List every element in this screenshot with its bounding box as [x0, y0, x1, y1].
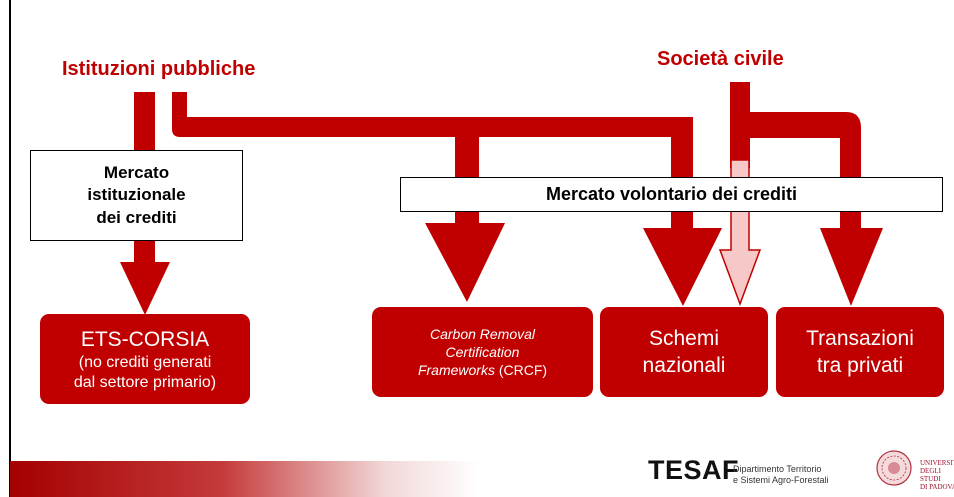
label-civil-society: Società civile — [657, 48, 784, 70]
voluntary-market-box: Mercato volontario dei crediti — [400, 177, 943, 212]
crcf-box: Carbon Removal Certification Frameworks … — [372, 307, 593, 397]
footer-gradient-bar — [10, 461, 480, 497]
private-transactions-box: Transazioni tra privati — [776, 307, 944, 397]
flow-corner-schemes — [671, 117, 693, 178]
private-arrowhead — [820, 228, 883, 306]
flow-to-crcf-bottom — [455, 211, 479, 225]
private-transactions-line-1: Transazioni — [806, 326, 914, 350]
crcf-arrowhead — [425, 223, 505, 302]
flow-civil-branch — [730, 112, 861, 178]
university-line-2: DEGLI STUDI — [920, 467, 941, 483]
left-border — [9, 0, 11, 497]
schemes-arrowhead — [643, 228, 722, 306]
ets-corsia-arrowhead — [120, 262, 170, 315]
ets-corsia-note-1: (no crediti generati — [78, 354, 212, 372]
institutional-market-box: Mercato istituzionale dei crediti — [30, 150, 243, 241]
national-schemes-line-2: nazionali — [642, 354, 726, 377]
ets-corsia-title: ETS-CORSIA — [80, 328, 210, 352]
crcf-line-3: Frameworks — [417, 362, 495, 379]
national-schemes-line-1: Schemi — [648, 326, 720, 350]
flow-to-crcf-top — [455, 130, 479, 178]
flow-public-to-institutional — [134, 92, 155, 152]
seal-icon — [876, 450, 912, 486]
crcf-abbreviation: (CRCF) — [494, 362, 548, 379]
university-line-3: DI PADOVA — [920, 483, 954, 491]
department-line-2: e Sistemi Agro-Forestali — [733, 475, 829, 485]
university-name: UNIVERSITÀ DEGLI STUDI DI PADOVA — [920, 459, 954, 491]
crcf-line-1: Carbon Removal — [429, 325, 536, 342]
ets-corsia-box: ETS-CORSIA (no crediti generati dal sett… — [40, 314, 250, 404]
flow-institutional-shaft — [134, 240, 155, 268]
crcf-line-2: Certification — [445, 343, 520, 360]
ets-corsia-note-2: dal settore primario) — [73, 373, 217, 391]
flow-to-private-bottom — [840, 211, 861, 231]
university-line-1: UNIVERSITÀ — [920, 459, 954, 467]
department-line-1: Dipartimento Territorio — [733, 464, 822, 474]
department-name: Dipartimento Territorio e Sistemi Agro-F… — [733, 464, 829, 486]
national-schemes-box: Schemi nazionali — [600, 307, 768, 397]
institutional-market-line-2: istituzionale — [87, 185, 186, 205]
flow-to-schemes-bottom — [671, 211, 693, 231]
private-transactions-line-2: tra privati — [816, 354, 904, 377]
flow-public-horizontal — [172, 92, 693, 137]
light-arrowhead — [718, 210, 762, 307]
institutional-market-line-1: Mercato — [103, 163, 170, 183]
label-public-institutions: Istituzioni pubbliche — [62, 58, 256, 80]
tesaf-logo: TESAF — [648, 455, 740, 485]
institutional-market-line-3: dei crediti — [96, 207, 177, 227]
